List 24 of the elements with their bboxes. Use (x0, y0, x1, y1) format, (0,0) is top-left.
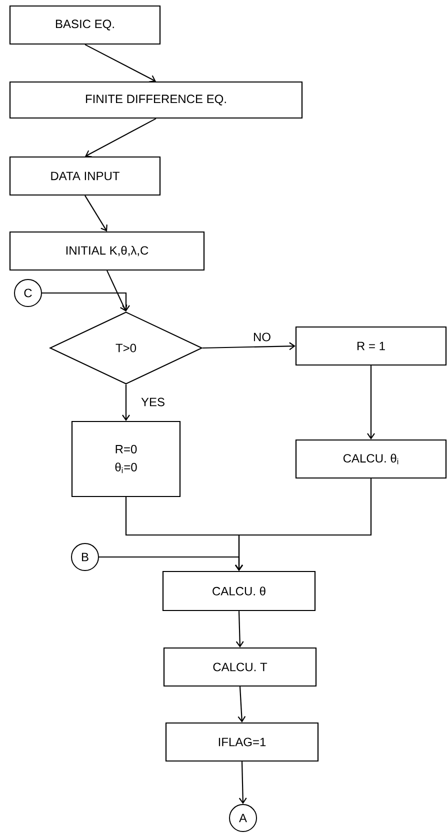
arrow (367, 366, 375, 440)
arrow (42, 292, 130, 312)
arrow (106, 270, 128, 312)
arrow (238, 686, 246, 722)
process-box: CALCU. θ$_{i}$ (295, 439, 447, 479)
arrow (99, 556, 243, 571)
process-box: FINITE DIFFERENCE EQ. (9, 81, 303, 119)
process-box: DATA INPUT (9, 156, 161, 196)
process-box: R = 1 (295, 326, 447, 366)
process-box: R=0 θ$_{i}$=0 (71, 420, 181, 498)
process-box: IFLAG=1 (165, 722, 319, 762)
arrow (238, 762, 247, 804)
arrow (84, 44, 156, 82)
arrow (236, 611, 244, 648)
arrow (202, 342, 296, 350)
process-box: CALCU. θ (162, 570, 316, 612)
arrow (85, 118, 156, 158)
edge-label: NO (252, 332, 272, 342)
arrow (122, 384, 130, 421)
process-box: CALCU. T (163, 647, 317, 687)
edge-label: YES (140, 396, 166, 408)
process-box: INITIAL K,θ,λ,C (9, 231, 205, 271)
arrow (84, 195, 108, 232)
process-box: BASIC EQ. (9, 5, 161, 45)
